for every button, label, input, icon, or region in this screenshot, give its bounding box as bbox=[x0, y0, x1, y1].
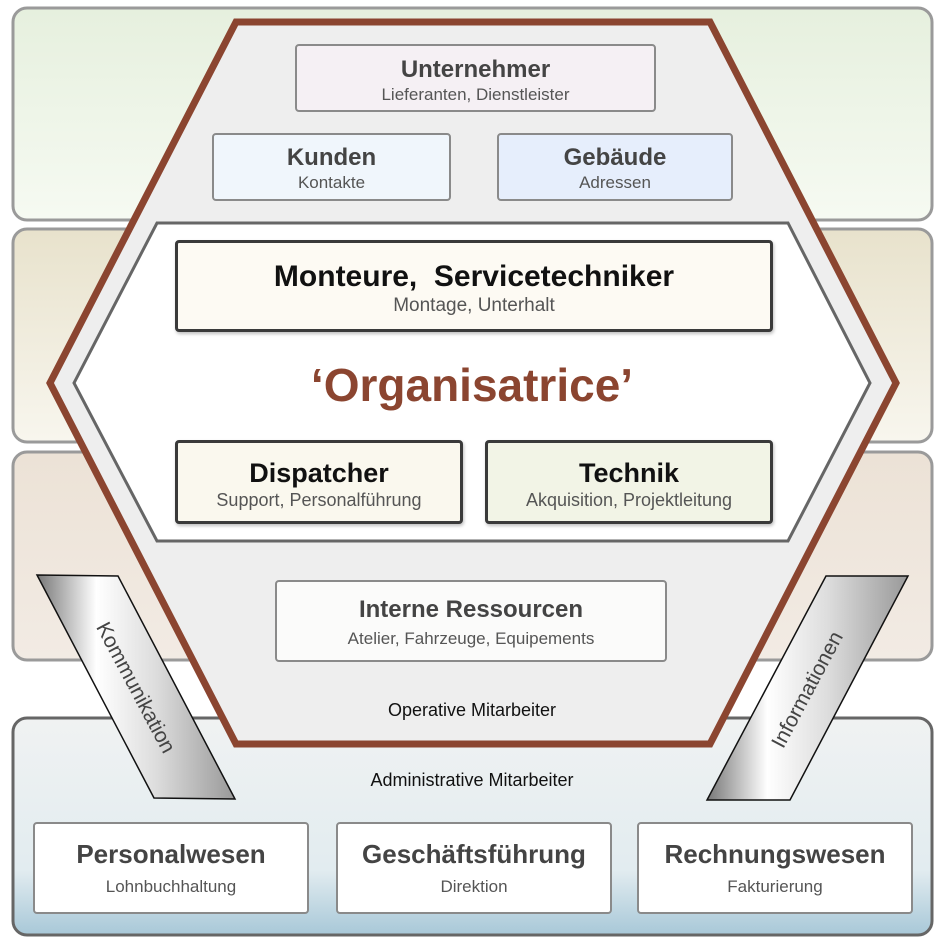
kunden-title: Kunden bbox=[286, 144, 377, 171]
kommunikation-banner bbox=[35, 574, 237, 800]
box-kunden: Kunden Kontakte bbox=[212, 133, 451, 201]
interne-title: Interne Ressourcen bbox=[358, 596, 584, 623]
geschaeftsfuehrung-title: Geschäftsführung bbox=[362, 839, 586, 869]
rechnungswesen-title: Rechnungswesen bbox=[664, 839, 886, 869]
monteure-subtitle: Montage, Unterhalt bbox=[393, 295, 555, 316]
informationen-banner bbox=[705, 575, 910, 801]
box-unternehmer: Unternehmer Lieferanten, Dienstleister bbox=[295, 44, 656, 112]
box-rechnungswesen: Rechnungswesen Fakturierung bbox=[637, 822, 913, 914]
administrative-label: Administrative Mitarbeiter bbox=[370, 770, 574, 790]
box-personalwesen: Personalwesen Lohnbuchhaltung bbox=[33, 822, 309, 914]
interne-subtitle: Atelier, Fahrzeuge, Equipements bbox=[347, 629, 595, 648]
unternehmer-title: Unternehmer bbox=[400, 56, 551, 83]
operative-label: Operative Mitarbeiter bbox=[387, 700, 557, 720]
rechnungswesen-subtitle: Fakturierung bbox=[727, 877, 823, 896]
box-dispatcher: Dispatcher Support, Personalführung bbox=[175, 440, 463, 524]
technik-subtitle: Akquisition, Projektleitung bbox=[525, 490, 733, 510]
box-monteure: Monteure, Servicetechniker Montage, Unte… bbox=[175, 240, 773, 332]
gebaeude-subtitle: Adressen bbox=[579, 173, 651, 192]
dispatcher-title: Dispatcher bbox=[249, 458, 389, 488]
personalwesen-subtitle: Lohnbuchhaltung bbox=[105, 877, 237, 896]
unternehmer-subtitle: Lieferanten, Dienstleister bbox=[381, 85, 570, 104]
gebaeude-title: Gebäude bbox=[563, 144, 667, 171]
box-technik: Technik Akquisition, Projektleitung bbox=[485, 440, 773, 524]
geschaeftsfuehrung-subtitle: Direktion bbox=[440, 877, 508, 896]
dispatcher-subtitle: Support, Personalführung bbox=[216, 490, 422, 510]
personalwesen-title: Personalwesen bbox=[76, 839, 266, 869]
box-interne-ressourcen: Interne Ressourcen Atelier, Fahrzeuge, E… bbox=[275, 580, 667, 662]
technik-title: Technik bbox=[578, 458, 680, 488]
box-gebaeude: Gebäude Adressen bbox=[497, 133, 733, 201]
diagram-title: ‘Organisatrice’ bbox=[310, 359, 634, 411]
monteure-title: Monteure, Servicetechniker bbox=[273, 260, 675, 293]
box-geschaeftsfuehrung: Geschäftsführung Direktion bbox=[336, 822, 612, 914]
kunden-subtitle: Kontakte bbox=[297, 173, 366, 192]
